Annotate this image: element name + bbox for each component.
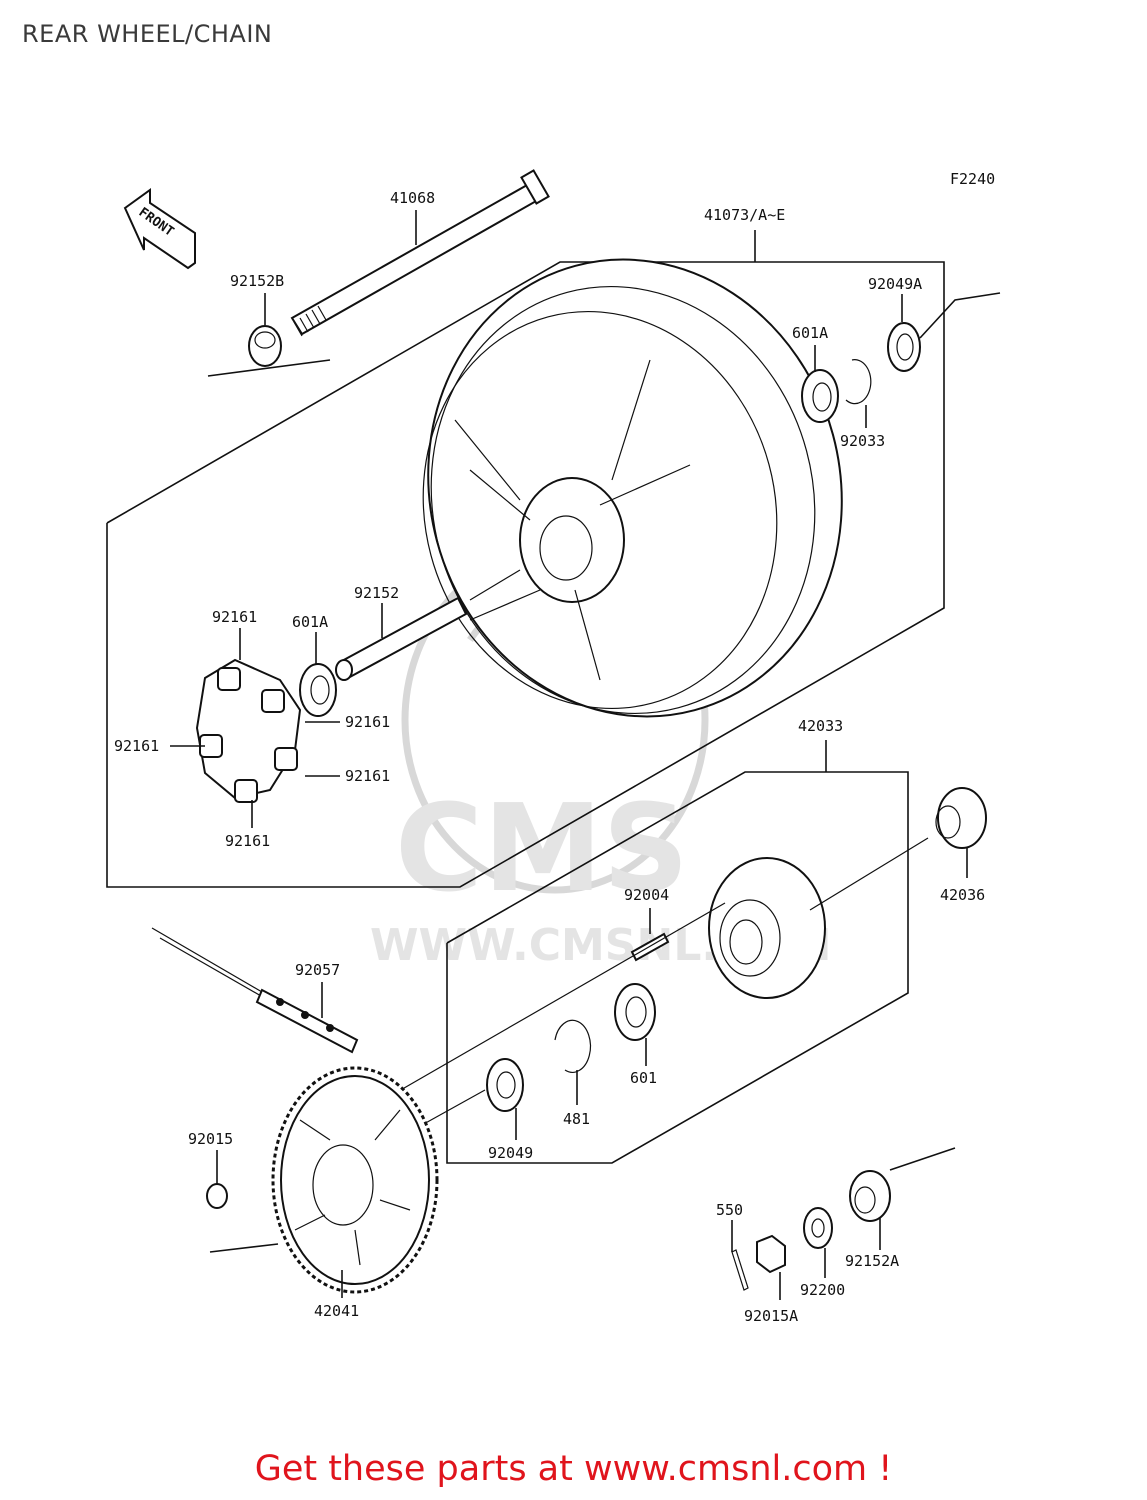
- label-550: 550: [716, 1201, 743, 1219]
- label-601: 601: [630, 1069, 657, 1087]
- nut-92015: [206, 1150, 228, 1209]
- bearing-601A-left: [299, 632, 337, 717]
- label-92152B: 92152B: [230, 272, 284, 290]
- sprocket-hub-42033: [708, 740, 827, 999]
- hub-group-outline: [446, 771, 909, 1164]
- axle-cap-92152B: [207, 293, 331, 377]
- footer-banner[interactable]: Get these parts at www.cmsnl.com !: [254, 1449, 893, 1489]
- nut-92015A: [756, 1234, 786, 1300]
- label-92049: 92049: [488, 1144, 533, 1162]
- collar-42036: [809, 787, 987, 911]
- label-92161-left: 92161: [114, 737, 159, 755]
- label-601A-left: 601A: [292, 613, 328, 631]
- wheel-group-outline: [106, 261, 945, 888]
- label-42036: 42036: [940, 886, 985, 904]
- label-92161-r2: 92161: [345, 767, 390, 785]
- label-42041: 42041: [314, 1302, 359, 1320]
- label-42033: 42033: [798, 717, 843, 735]
- label-92152: 92152: [354, 584, 399, 602]
- label-92057: 92057: [295, 961, 340, 979]
- cotter-pin-550: [731, 1220, 749, 1291]
- label-92004: 92004: [624, 886, 669, 904]
- page-title: REAR WHEEL/CHAIN: [22, 20, 273, 48]
- label-92161-top: 92161: [212, 608, 257, 626]
- label-92161-r1: 92161: [345, 713, 390, 731]
- label-92200: 92200: [800, 1281, 845, 1299]
- seal-92049: [391, 902, 726, 1141]
- rear-sprocket-42041: [209, 1066, 439, 1298]
- front-arrow-icon: FRONT: [123, 188, 196, 270]
- watermark-brand: CMS: [395, 780, 689, 919]
- label-92049A: 92049A: [868, 275, 922, 293]
- axle-41068: [290, 169, 550, 337]
- chain-92057: [151, 927, 359, 1054]
- label-92015: 92015: [188, 1130, 233, 1148]
- label-92161-bottom: 92161: [225, 832, 270, 850]
- circlip-481: [554, 1019, 592, 1105]
- label-92152A: 92152A: [845, 1252, 899, 1270]
- label-41073: 41073/A~E: [704, 206, 785, 224]
- label-92015A: 92015A: [744, 1307, 798, 1325]
- label-601A-top: 601A: [792, 324, 828, 342]
- bearing-601: [614, 983, 656, 1066]
- label-41068: 41068: [390, 189, 435, 207]
- damper-rubbers-92161: [170, 628, 340, 828]
- label-92033: 92033: [840, 432, 885, 450]
- bearing-601A-top: [801, 345, 839, 423]
- collar-92152: [335, 569, 521, 681]
- label-481: 481: [563, 1110, 590, 1128]
- washer-92200: [803, 1207, 833, 1278]
- circlip-92033: [845, 359, 872, 428]
- seal-92049A: [887, 292, 1001, 372]
- rear-wheel-41073: [422, 230, 843, 718]
- figure-code: F2240: [950, 170, 995, 188]
- collar-92152A: [849, 1147, 956, 1250]
